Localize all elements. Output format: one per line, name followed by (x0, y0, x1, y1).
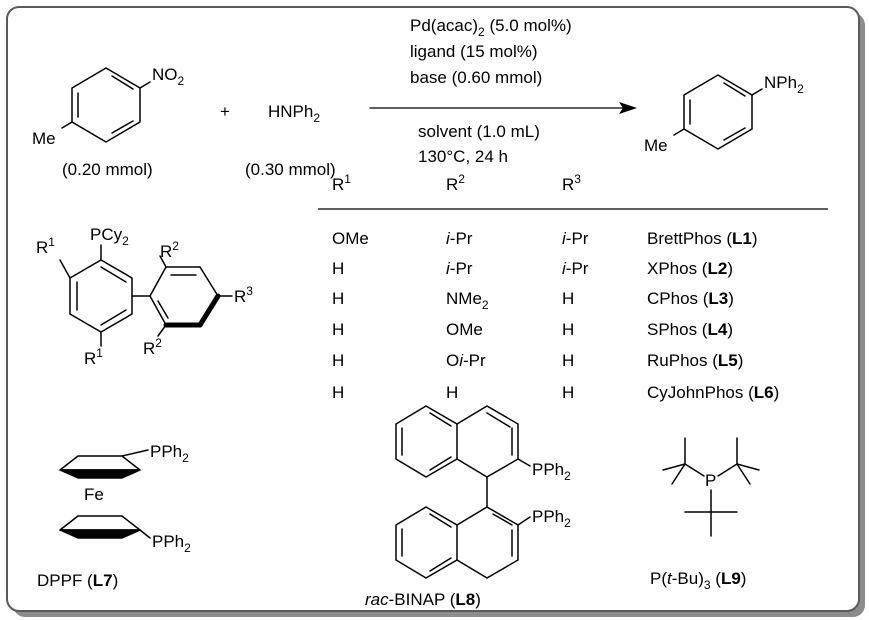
reactant2-amount: (0.30 mmol) (245, 160, 336, 179)
cell-r1: H (332, 289, 344, 308)
svg-text:HNPh2: HNPh2 (268, 102, 320, 125)
hnph2-label: HNPh (268, 102, 313, 121)
svg-text:R2: R2 (143, 336, 162, 358)
table-header: R1 R2 R3 (332, 172, 581, 194)
cell-r1: H (332, 320, 344, 339)
dppf-structure: PPh2 Fe PPh2 DPPF (L7) (37, 442, 191, 590)
cell-r2: Oi-Pr (446, 351, 486, 370)
svg-text:R1: R1 (84, 346, 103, 368)
cell-r1: H (332, 351, 344, 370)
binap-pph2-top-label: PPh (532, 460, 564, 479)
condition-solvent: solvent (1.0 mL) (418, 122, 540, 141)
svg-text:R3: R3 (562, 172, 581, 194)
cell-ligand-name: RuPhos (L5) (647, 351, 743, 370)
table-row: H H H CyJohnPhos (L6) (332, 383, 779, 402)
binap-pph2-bottom-label: PPh (532, 507, 564, 526)
header-r2: R (446, 175, 458, 194)
cell-ligand-name: SPhos (L4) (647, 320, 733, 339)
condition-temperature: 130°C, 24 h (418, 147, 508, 166)
pcy2-label: PCy (90, 225, 123, 244)
product-methyl-label: Me (644, 136, 668, 155)
header-r1: R (332, 175, 344, 194)
cell-ligand-name: BrettPhos (L1) (647, 229, 758, 248)
r2-top-label: R (160, 242, 172, 261)
cell-ligand-name: CPhos (L3) (647, 289, 734, 308)
binap-structure: PPh2 PPh2 rac-BINAP (L8) (365, 405, 571, 609)
product-triarylamine: NPh2 Me (644, 73, 804, 155)
svg-text:R2: R2 (446, 172, 465, 194)
reactant-diphenylamine: HNPh2 (0.30 mmol) (245, 102, 336, 179)
conditions-below: solvent (1.0 mL) 130°C, 24 h (418, 122, 540, 166)
biaryl-phosphine-structure: PCy2 R1 R1 R2 R2 R3 (36, 225, 253, 368)
table-row: H OMe H SPhos (L4) (332, 320, 733, 339)
table-row: H i-Pr i-Pr XPhos (L2) (332, 259, 733, 278)
reactant1-amount: (0.20 mmol) (62, 160, 153, 179)
r1-bottom-label: R (84, 349, 96, 368)
table-row: H NMe2 H CPhos (L3) (332, 289, 734, 312)
frame (6, 6, 860, 612)
nitro-label: NO (152, 65, 178, 84)
r3-label: R (234, 287, 246, 306)
ptbu3-name: P(t-Bu)3 (L9) (650, 569, 746, 592)
dppf-pph2-top-label: PPh (150, 442, 182, 461)
cell-r2: i-Pr (446, 229, 473, 248)
ligand-table: R1 R2 R3 OMe i-Pr i-Pr BrettPhos (L1) H … (318, 172, 828, 402)
svg-text:PPh2: PPh2 (150, 442, 189, 465)
svg-text:PPh2: PPh2 (532, 507, 571, 530)
phosphorus-label: P (705, 471, 716, 490)
cell-r2: NMe2 (446, 289, 489, 312)
methyl-label: Me (32, 129, 56, 148)
conditions-above: Pd(acac)2 (5.0 mol%) ligand (15 mol%) ba… (410, 16, 572, 87)
r1-top-label: R (36, 238, 48, 257)
dppf-pph2-bottom-label: PPh (152, 532, 184, 551)
svg-text:R2: R2 (160, 239, 179, 261)
svg-text:NPh2: NPh2 (764, 73, 804, 96)
cell-r3: H (562, 289, 574, 308)
r2-bottom-label: R (143, 339, 155, 358)
svg-text:PPh2: PPh2 (532, 460, 571, 483)
cell-r3: H (562, 351, 574, 370)
cell-r1: H (332, 259, 344, 278)
condition-ligand: ligand (15 mol%) (410, 42, 538, 61)
cell-r3: i-Pr (562, 229, 589, 248)
cell-r3: i-Pr (562, 259, 589, 278)
product-nph2-label: NPh (764, 73, 797, 92)
svg-text:R3: R3 (234, 284, 253, 306)
svg-text:PCy2: PCy2 (90, 225, 129, 248)
table-row: H Oi-Pr H RuPhos (L5) (332, 351, 743, 370)
cell-r3: H (562, 383, 574, 402)
cell-r2: i-Pr (446, 259, 473, 278)
fe-label: Fe (84, 485, 104, 504)
table-row: OMe i-Pr i-Pr BrettPhos (L1) (332, 229, 758, 248)
ptbu3-structure: P P(t-Bu)3 (L9) (650, 437, 760, 592)
condition-base: base (0.60 mmol) (410, 68, 542, 87)
svg-text:R1: R1 (332, 172, 351, 194)
cell-r2: OMe (446, 320, 483, 339)
reaction-arrow (369, 102, 637, 114)
header-r3: R (562, 175, 574, 194)
cell-r1: H (332, 383, 344, 402)
condition-catalyst: Pd(acac) (410, 16, 478, 35)
cell-r1: OMe (332, 229, 369, 248)
svg-text:PPh2: PPh2 (152, 532, 191, 555)
cell-ligand-name: XPhos (L2) (647, 259, 733, 278)
cell-ligand-name: CyJohnPhos (L6) (647, 383, 779, 402)
cell-r3: H (562, 320, 574, 339)
dppf-name: DPPF (L7) (37, 571, 118, 590)
svg-text:NO2: NO2 (152, 65, 185, 88)
reactant-nitrotoluene: NO2 Me (0.20 mmol) (32, 65, 185, 179)
binap-name: rac-BINAP (L8) (365, 590, 481, 609)
svg-text:R1: R1 (36, 235, 55, 257)
svg-text:Pd(acac)2 (5.0 mol%): Pd(acac)2 (5.0 mol%) (410, 16, 572, 39)
cell-r2: H (446, 383, 458, 402)
plus-sign: + (220, 102, 230, 121)
